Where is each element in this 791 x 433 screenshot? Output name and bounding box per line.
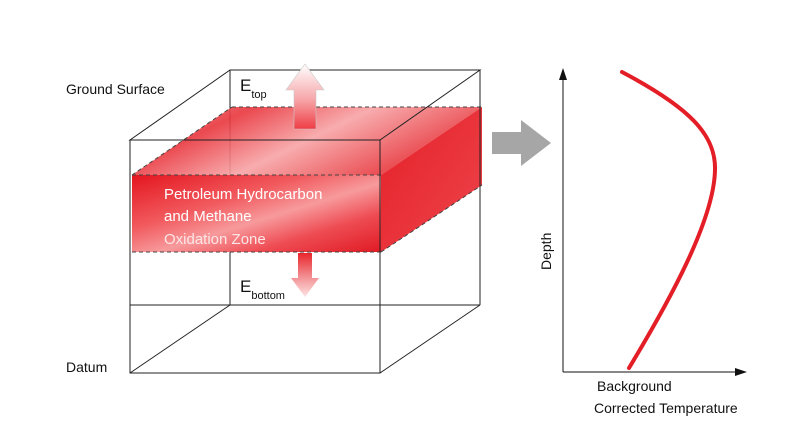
x-axis-label-line1: Background [597, 378, 672, 394]
e-bottom-label: Ebottom [240, 277, 285, 302]
y-axis-label: Depth [538, 233, 554, 270]
datum-label: Datum [66, 359, 107, 375]
zone-front-face [132, 175, 381, 252]
y-axis-arrowhead [559, 68, 567, 80]
zone-label-line2: and Methane [164, 208, 252, 225]
zone-top-face [132, 107, 482, 175]
e-top-label: Etop [240, 76, 267, 101]
cube-front-frame [128, 69, 482, 374]
oxidation-zone-slab [131, 106, 483, 253]
temperature-curve [620, 70, 718, 370]
transition-arrow [492, 120, 551, 166]
zone-side-face [381, 107, 482, 252]
ground-surface-label: Ground Surface [66, 81, 165, 97]
e-bottom-down-arrow [291, 253, 319, 297]
zone-label-line3: Oxidation Zone [164, 231, 266, 248]
zone-label-line1: Petroleum Hydrocarbon [164, 186, 322, 203]
x-axis-label-line2: Corrected Temperature [594, 400, 738, 416]
x-axis-arrowhead [735, 368, 747, 376]
e-top-up-arrow [285, 63, 325, 130]
temperature-depth-plot: Depth Background Corrected Temperature [538, 68, 747, 416]
